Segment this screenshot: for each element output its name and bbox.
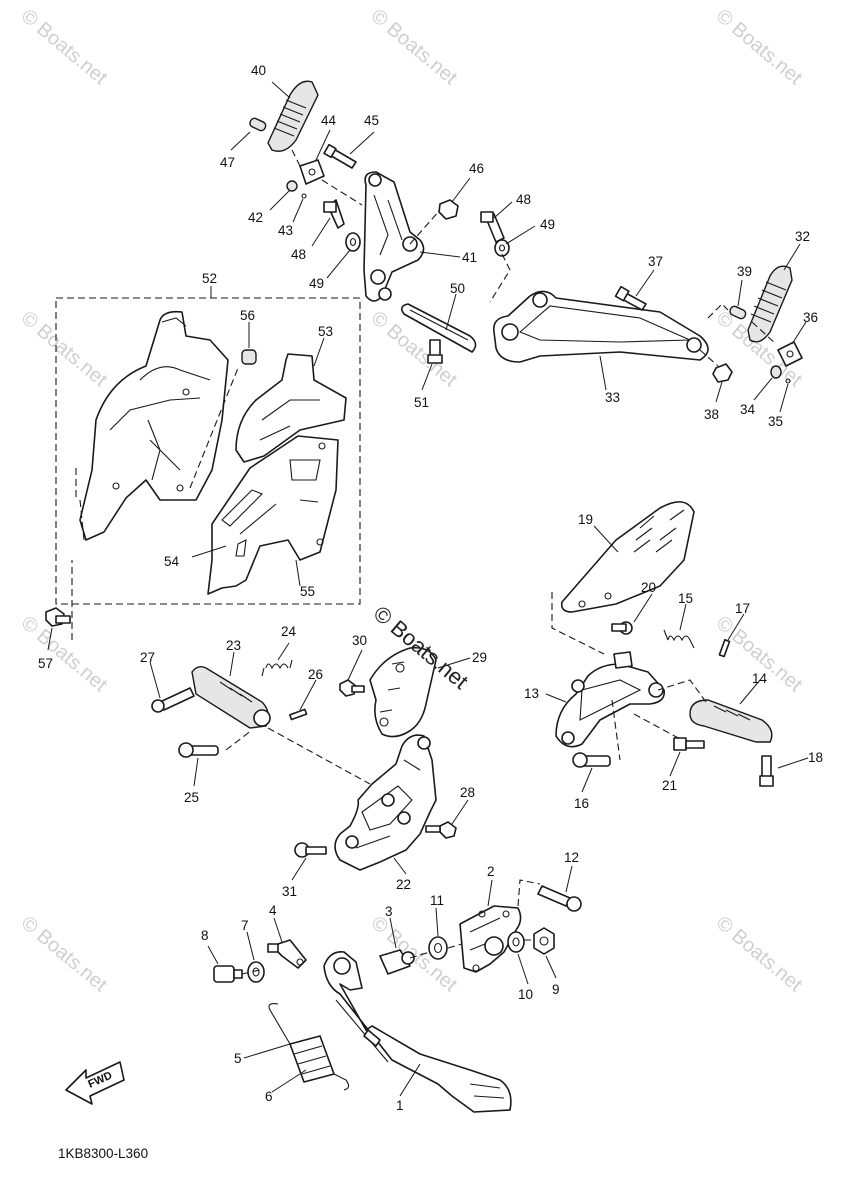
part-number-label: 22 <box>396 877 411 892</box>
part-number-label: 34 <box>740 402 756 417</box>
part-number-label: 32 <box>795 229 810 244</box>
rider-footrest-left-group <box>149 642 471 881</box>
side-cover-group <box>45 286 361 651</box>
part-number-label: 39 <box>737 264 752 279</box>
part-number-label: 1 <box>396 1098 404 1113</box>
part-number-label: 49 <box>309 276 324 291</box>
part-number-label: 16 <box>574 796 589 811</box>
watermark: © Boats.net <box>17 307 112 391</box>
watermark: © Boats.net <box>712 912 807 996</box>
part-number-label: 4 <box>269 903 277 918</box>
part-number-label: 52 <box>202 271 217 286</box>
watermark: © Boats.net <box>367 5 462 89</box>
part-number-label: 10 <box>518 987 533 1002</box>
part-number-label: 18 <box>808 750 823 765</box>
rear-footrest-left-group <box>230 80 477 391</box>
part-number-label: 46 <box>469 161 484 176</box>
watermarks: © Boats.net © Boats.net © Boats.net © Bo… <box>17 5 807 996</box>
part-number-label: 23 <box>226 638 241 653</box>
part-number-label: 19 <box>578 512 593 527</box>
part-number-label: 7 <box>241 918 249 933</box>
part-number-label: 27 <box>140 650 155 665</box>
part-number-label: 47 <box>220 155 235 170</box>
part-number-label: 21 <box>662 778 677 793</box>
watermark: © Boats.net <box>367 912 462 996</box>
rear-footrest-right-group <box>480 201 807 413</box>
watermark: © Boats.net <box>17 5 112 89</box>
part-number-label: 12 <box>564 850 579 865</box>
part-number-label: 29 <box>472 650 487 665</box>
part-number-label: 8 <box>201 928 209 943</box>
part-number-label: 5 <box>234 1051 242 1066</box>
part-number-label: 38 <box>704 407 719 422</box>
part-number-label: 11 <box>430 893 444 908</box>
part-number-label: 48 <box>516 192 531 207</box>
part-number-label: 41 <box>462 250 477 265</box>
part-number-label: 17 <box>735 601 750 616</box>
part-number-label: 15 <box>678 591 693 606</box>
part-number-label: 3 <box>385 904 393 919</box>
part-number-label: 28 <box>460 785 475 800</box>
part-number-label: 55 <box>300 584 315 599</box>
part-number-label: 37 <box>648 254 663 269</box>
part-number-label: 36 <box>803 310 818 325</box>
part-number-label: 2 <box>487 864 495 879</box>
part-number-label: 42 <box>248 210 263 225</box>
watermark: © Boats.net <box>17 612 112 696</box>
part-number-label: 57 <box>38 656 53 671</box>
watermark: © Boats.net <box>17 912 112 996</box>
part-number-label: 44 <box>321 113 337 128</box>
part-number-label: 53 <box>318 324 333 339</box>
part-number-label: 48 <box>291 247 306 262</box>
part-number-label: 26 <box>308 667 323 682</box>
part-number-label: 43 <box>278 223 293 238</box>
part-number-label: 51 <box>414 395 429 410</box>
part-number-label: 54 <box>164 554 180 569</box>
part-number-label: 33 <box>605 390 620 405</box>
part-number-label: 14 <box>752 671 768 686</box>
watermark: © Boats.net <box>712 5 807 89</box>
part-number-label: 35 <box>768 414 783 429</box>
part-number-labels: 40 44 45 47 46 48 42 49 43 32 48 41 37 3… <box>38 63 823 1113</box>
part-number-label: 24 <box>281 624 297 639</box>
rider-footrest-right-group <box>545 501 809 793</box>
diagram-code: 1KB8300-L360 <box>58 1146 148 1161</box>
fwd-arrow-icon: FWD <box>65 1061 125 1105</box>
part-number-label: 45 <box>364 113 379 128</box>
part-number-label: 25 <box>184 790 199 805</box>
part-number-label: 56 <box>240 308 255 323</box>
part-number-label: 40 <box>251 63 266 78</box>
part-number-label: 49 <box>540 217 555 232</box>
part-number-label: 30 <box>352 633 367 648</box>
part-number-label: 50 <box>450 281 465 296</box>
part-number-label: 20 <box>641 580 656 595</box>
part-number-label: 13 <box>524 686 539 701</box>
part-number-label: 6 <box>265 1089 273 1104</box>
side-stand-group: FWD <box>65 865 582 1113</box>
part-number-label: 9 <box>552 982 560 997</box>
part-number-label: 31 <box>282 884 297 899</box>
